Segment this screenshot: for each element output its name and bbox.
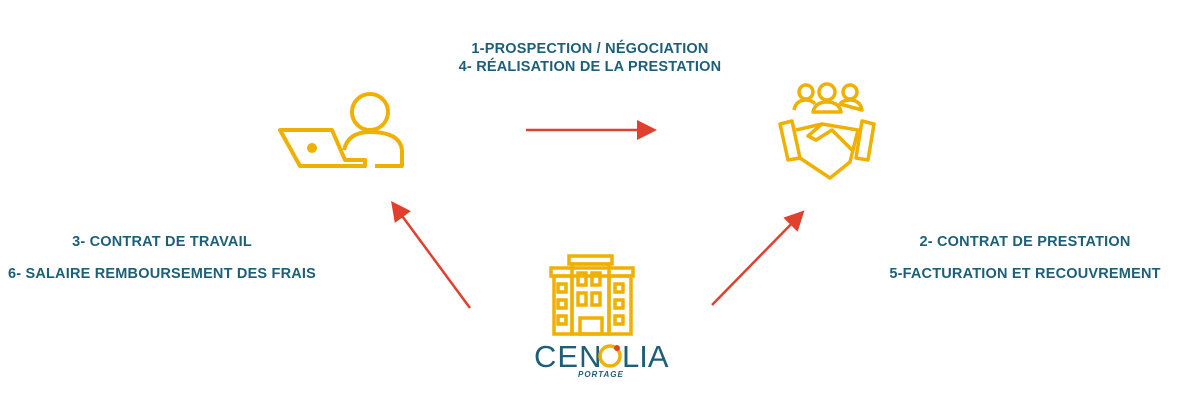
handshake-group-icon xyxy=(778,82,876,180)
right-label-1: 2- CONTRAT DE PRESTATION xyxy=(919,234,1131,250)
svg-text:CEN: CEN xyxy=(534,339,602,374)
arrow-company-to-client xyxy=(711,210,805,306)
svg-text:PORTAGE: PORTAGE xyxy=(578,370,624,379)
svg-text:LIA: LIA xyxy=(622,339,669,374)
left-label-1: 3- CONTRAT DE TRAVAIL xyxy=(72,234,252,250)
arrow-company-to-consultant xyxy=(391,200,472,309)
cenolia-logo: CEN LIA PORTAGE xyxy=(534,339,669,379)
right-label-2: 5-FACTURATION ET RECOUVREMENT xyxy=(889,266,1161,282)
top-label-2: 4- RÉALISATION DE LA PRESTATION xyxy=(458,59,722,75)
top-label-1: 1-PROSPECTION / NÉGOCIATION xyxy=(471,41,709,57)
person-laptop-icon xyxy=(278,92,404,168)
building-icon xyxy=(549,254,635,336)
left-label-2: 6- SALAIRE REMBOURSEMENT DES FRAIS xyxy=(7,266,317,282)
